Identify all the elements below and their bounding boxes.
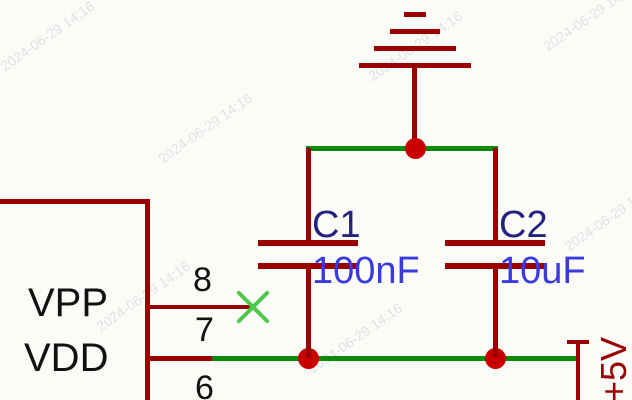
capacitor-c2-lead-bottom[interactable] <box>493 269 498 358</box>
no-connect-marker[interactable] <box>233 287 273 327</box>
ic-outline-top[interactable] <box>0 199 150 204</box>
watermark: 2024-06-29 14:16 <box>0 0 98 75</box>
pin-8-stub[interactable] <box>150 305 253 309</box>
capacitor-c1-lead-top[interactable] <box>306 148 311 240</box>
pin-number-8: 8 <box>193 261 212 299</box>
ground-bar-1[interactable] <box>404 12 426 17</box>
power-symbol-lead[interactable] <box>576 358 580 400</box>
junction-dot[interactable] <box>298 348 319 369</box>
watermark: 2024-06-29 14:16 <box>305 299 406 377</box>
pin-number-6: 6 <box>195 369 214 400</box>
watermark: 2024-06-29 14:16 <box>561 177 632 255</box>
capacitor-c1-lead-bottom[interactable] <box>306 269 311 358</box>
wire-bottom[interactable] <box>212 356 578 361</box>
capacitor-c1-reference[interactable]: C1 <box>312 204 361 246</box>
wire-top[interactable] <box>306 146 498 151</box>
capacitor-c2-plate-bottom[interactable] <box>445 263 545 269</box>
capacitor-c1-plate-bottom[interactable] <box>258 263 358 269</box>
capacitor-c2-lead-top[interactable] <box>493 148 498 240</box>
pin-name-vpp: VPP <box>28 281 109 325</box>
watermark: 2024-06-29 14:16 <box>93 257 194 335</box>
watermark: 2024-06-29 14:16 <box>155 89 256 167</box>
ground-stem[interactable] <box>412 64 417 144</box>
ground-bar-3[interactable] <box>374 46 456 51</box>
power-symbol-stem[interactable] <box>576 342 580 358</box>
capacitor-c1-plate-top[interactable] <box>258 240 358 246</box>
power-label-5v[interactable]: +5V <box>593 336 632 400</box>
pin-7-stub[interactable] <box>150 356 212 361</box>
power-symbol-bar[interactable] <box>567 340 589 344</box>
capacitor-c2-value[interactable]: 10uF <box>499 250 586 292</box>
capacitor-c1-value[interactable]: 100nF <box>312 250 420 292</box>
junction-dot[interactable] <box>485 348 506 369</box>
watermark: 2024-06-29 14:16 <box>540 0 632 55</box>
ground-bar-2[interactable] <box>390 29 440 34</box>
capacitor-c2-plate-top[interactable] <box>445 240 545 246</box>
pin-name-vdd: VDD <box>24 336 109 380</box>
capacitor-c2-reference[interactable]: C2 <box>499 204 548 246</box>
pin-number-7: 7 <box>195 311 214 349</box>
ic-outline-right[interactable] <box>145 199 150 400</box>
junction-dot[interactable] <box>405 138 426 159</box>
